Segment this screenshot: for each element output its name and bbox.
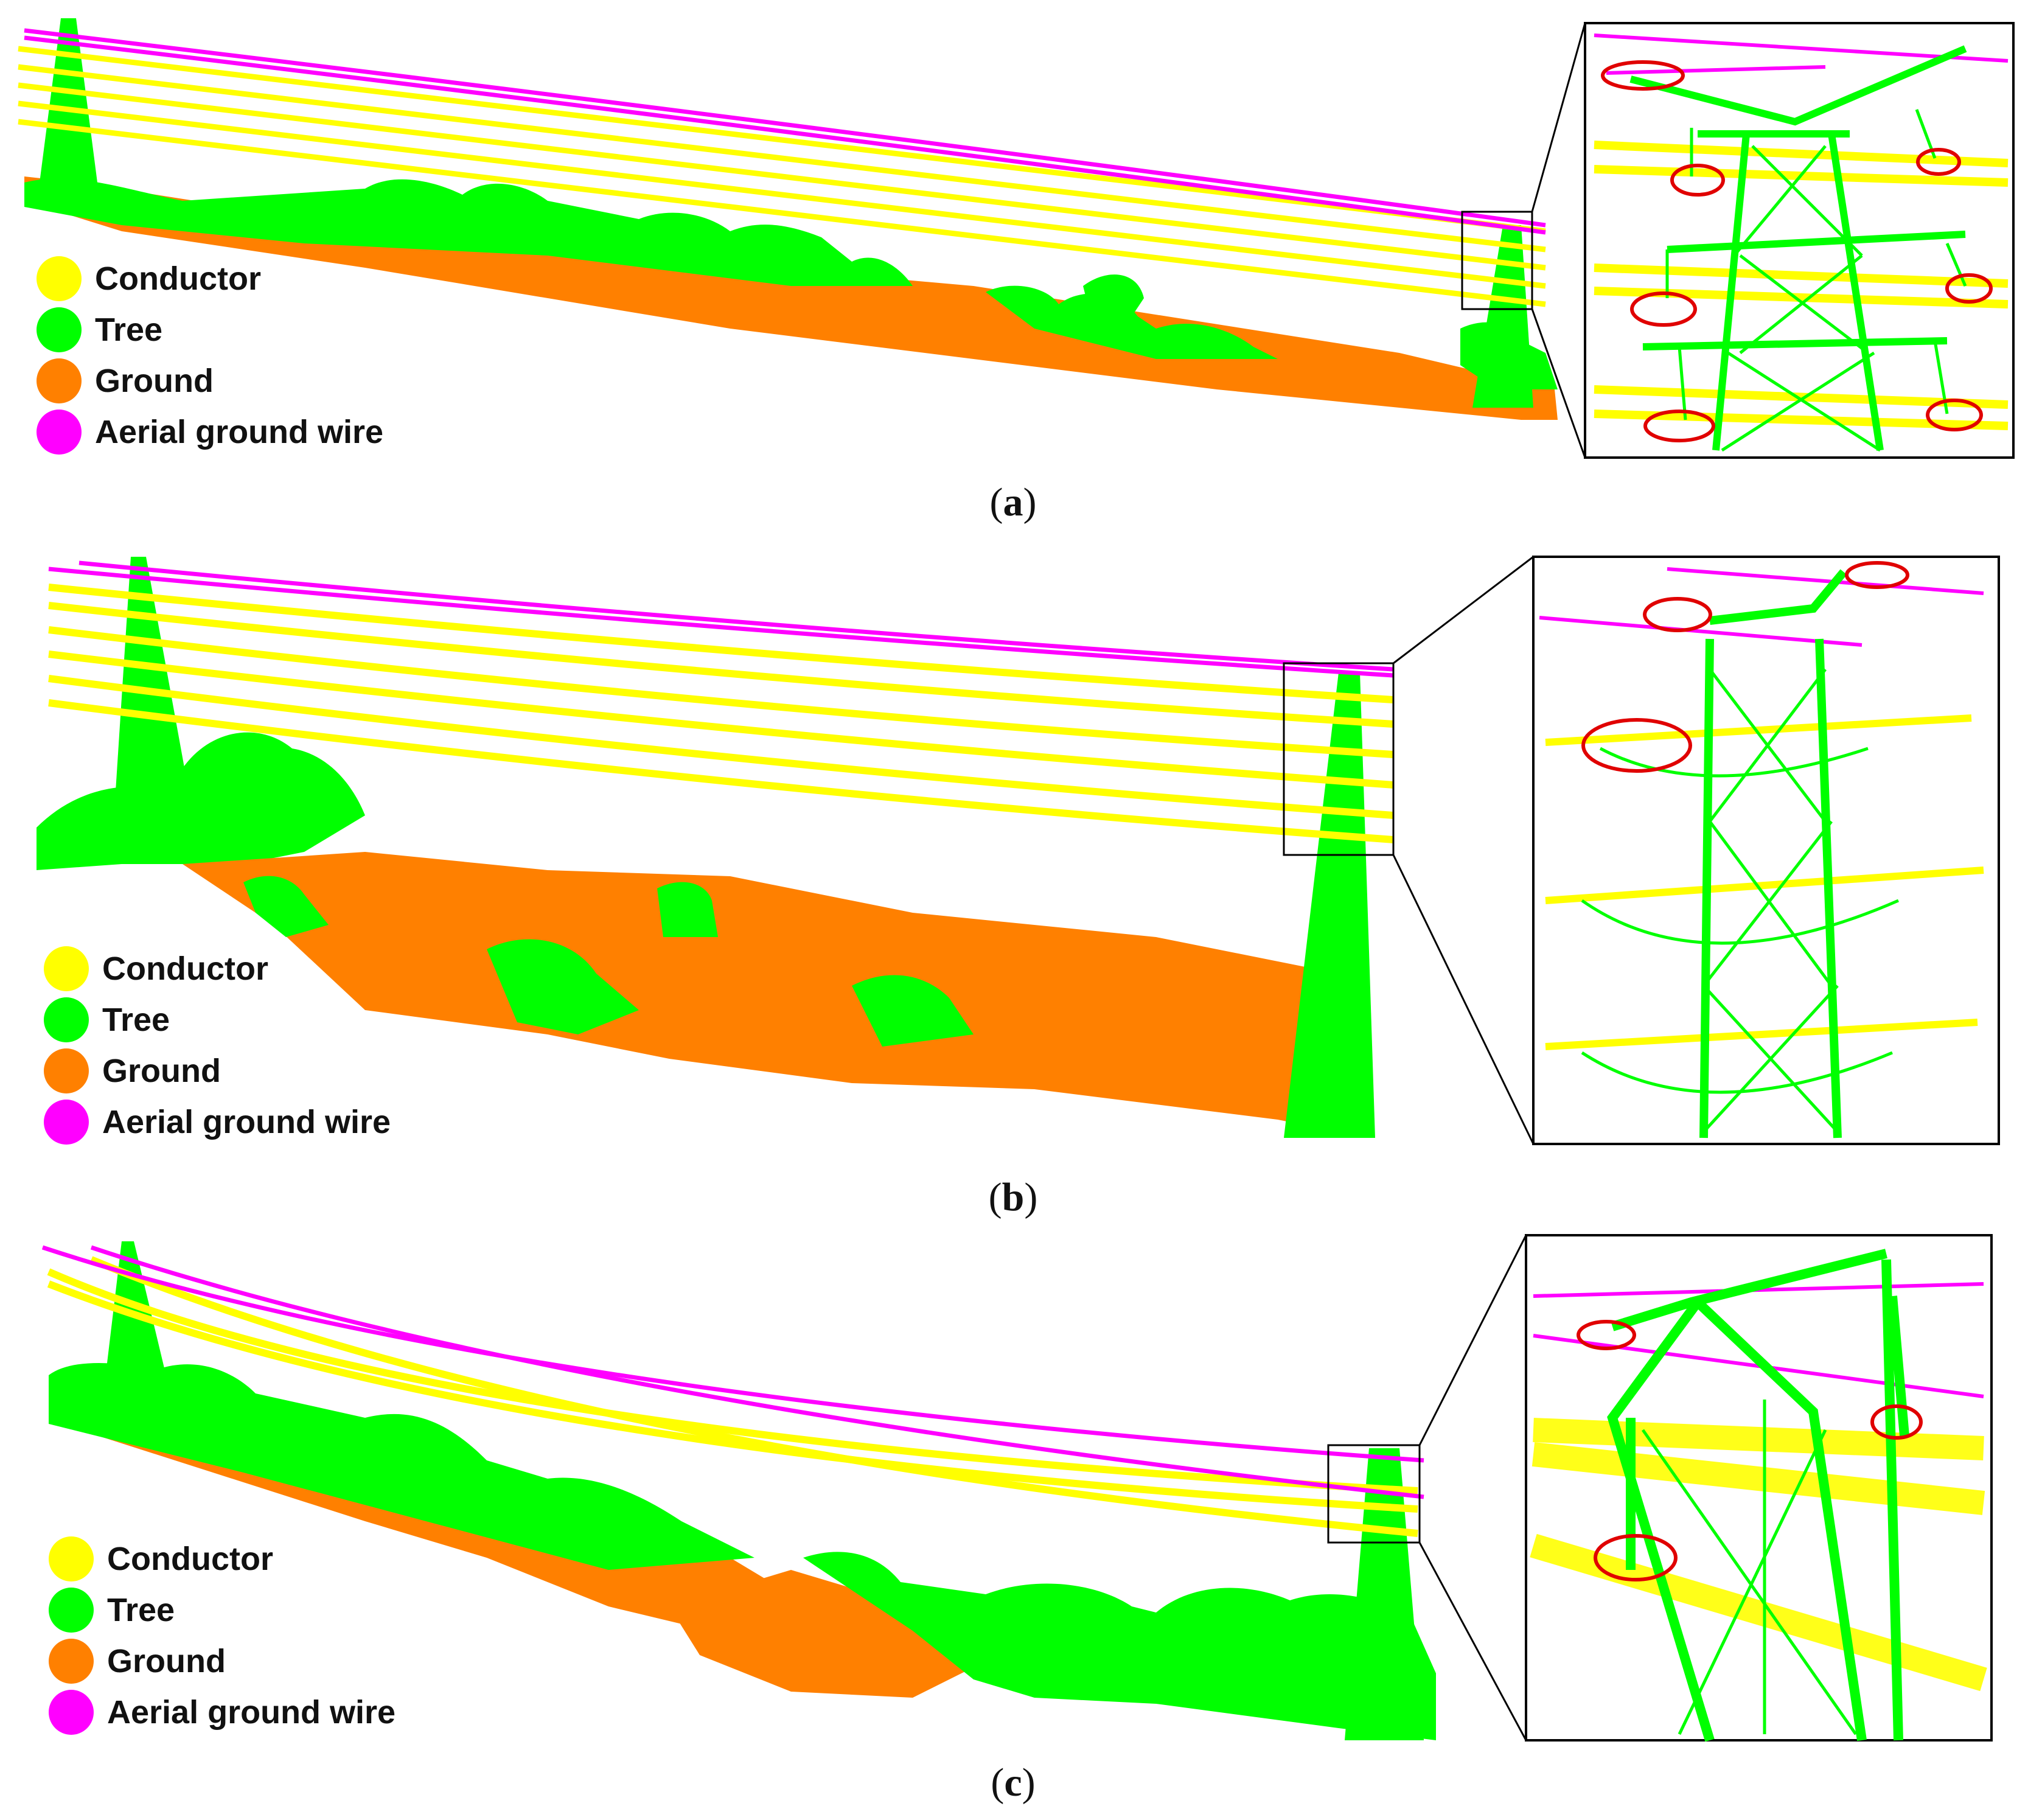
conductor-swatch <box>37 256 82 301</box>
legend-label-conductor: Conductor <box>107 1541 273 1577</box>
panel-a-label: a <box>1003 480 1023 525</box>
panel-a-left-tower <box>40 18 97 183</box>
legend-label-conductor: Conductor <box>95 260 261 297</box>
panel-b-scene <box>37 556 1535 1145</box>
legend-item-tree: Tree <box>44 994 391 1045</box>
panel-b-caption: (b) <box>988 1175 1038 1219</box>
panel-c-scene <box>41 1235 1527 1741</box>
legend-item-conductor: Conductor <box>44 943 391 994</box>
legend-label-ground: Ground <box>107 1643 226 1679</box>
legend-item-aerial-ground-wire: Aerial ground wire <box>37 406 383 458</box>
conductor-swatch <box>44 946 89 991</box>
panel-b-legend: Conductor Tree Ground Aerial ground wire <box>44 943 391 1148</box>
legend-item-conductor: Conductor <box>49 1533 395 1585</box>
tree-swatch <box>44 997 89 1042</box>
legend-item-aerial-ground-wire: Aerial ground wire <box>44 1097 391 1148</box>
aerial-ground-wire-swatch <box>37 410 82 455</box>
aerial-ground-wire-swatch <box>49 1690 94 1735</box>
panel-a-legend: Conductor Tree Ground Aerial ground wire <box>37 253 383 458</box>
legend-item-tree: Tree <box>37 304 383 355</box>
conductor-swatch <box>49 1536 94 1581</box>
legend-label-conductor: Conductor <box>102 950 268 987</box>
panel-b-zoom-box <box>1283 662 1395 856</box>
legend-label-ground: Ground <box>102 1053 221 1089</box>
legend-label-ground: Ground <box>95 363 214 399</box>
panel-b-label: b <box>1002 1175 1025 1219</box>
legend-label-tree: Tree <box>107 1592 175 1628</box>
panel-c-zoom-box <box>1327 1444 1421 1544</box>
legend-item-tree: Tree <box>49 1585 395 1636</box>
legend-item-ground: Ground <box>49 1636 395 1687</box>
legend-label-aerial-ground-wire: Aerial ground wire <box>107 1694 396 1731</box>
panel-b-right-tower <box>1284 672 1375 1138</box>
ground-swatch <box>49 1639 94 1684</box>
tree-swatch <box>49 1588 94 1633</box>
panel-a-caption: (a) <box>989 480 1037 525</box>
panel-c-caption: (c) <box>991 1760 1036 1805</box>
ground-swatch <box>44 1048 89 1093</box>
legend-label-aerial-ground-wire: Aerial ground wire <box>102 1104 391 1140</box>
legend-label-aerial-ground-wire: Aerial ground wire <box>95 414 384 450</box>
panel-a-right-tower <box>1472 225 1533 408</box>
panel-c-legend: Conductor Tree Ground Aerial ground wire <box>49 1533 395 1738</box>
ground-swatch <box>37 358 82 403</box>
panel-c-right-tower <box>1345 1448 1424 1740</box>
panel-c-inset <box>1525 1234 1993 1742</box>
legend-item-aerial-ground-wire: Aerial ground wire <box>49 1687 395 1738</box>
legend-label-tree: Tree <box>102 1002 170 1038</box>
panel-a-zoom-box <box>1461 211 1533 310</box>
tree-swatch <box>37 307 82 352</box>
panel-c-label: c <box>1004 1760 1022 1805</box>
panel-a-inset <box>1584 22 2015 459</box>
panel-b-ground <box>183 852 1369 1138</box>
legend-label-tree: Tree <box>95 312 163 348</box>
aerial-ground-wire-swatch <box>44 1100 89 1145</box>
panel-b-inset <box>1532 556 2000 1145</box>
legend-item-ground: Ground <box>37 355 383 406</box>
legend-item-ground: Ground <box>44 1045 391 1097</box>
panel-a-scene <box>18 18 1586 458</box>
legend-item-conductor: Conductor <box>37 253 383 304</box>
